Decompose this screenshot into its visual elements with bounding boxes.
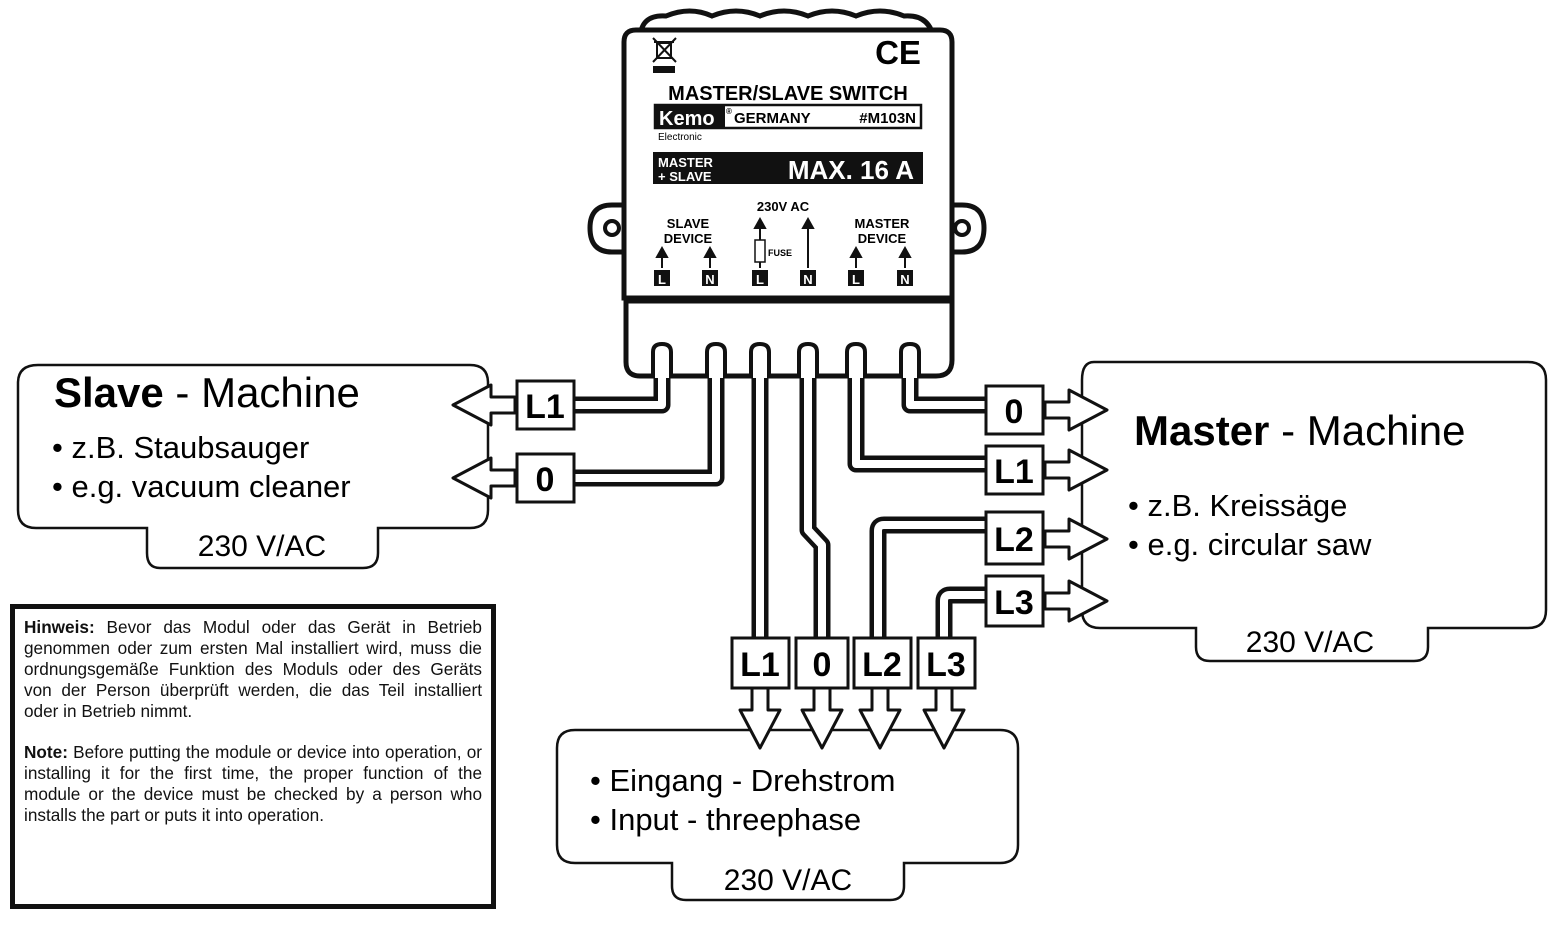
master-device-label-1: MASTER [855, 216, 911, 231]
brand-logo: Kemo [659, 108, 715, 130]
slave-title: Slave - Machine [54, 369, 360, 416]
safety-note: Hinweis: Bevor das Modul oder das Gerät … [10, 604, 496, 909]
master-voltage: 230 V/AC [1246, 626, 1374, 659]
input-voltage: 230 V/AC [724, 864, 852, 897]
brand-registered-mark: ® [726, 107, 732, 116]
master-wire-l2: L2 [994, 521, 1034, 559]
wire-stubs [651, 341, 921, 378]
input-wire-l1: L1 [740, 646, 780, 684]
module-housing [587, 8, 987, 379]
terminal-master-l: L [852, 272, 860, 287]
ce-mark: CE [875, 34, 921, 71]
master-item-1: • z.B. Kreissäge [1128, 488, 1347, 523]
terminal-slave-l: L [658, 272, 666, 287]
input-voltage-label: 230V AC [757, 199, 810, 214]
input-item-2: • Input - threephase [590, 802, 861, 837]
input-wire-l2: L2 [862, 646, 902, 684]
master-wire-0: 0 [1005, 393, 1024, 431]
slave-wire-labels: L1 0 [515, 379, 576, 504]
note-german: Hinweis: Bevor das Modul oder das Gerät … [24, 617, 482, 722]
note-german-label: Hinweis: [24, 617, 95, 637]
note-english: Note: Before putting the module or devic… [24, 742, 482, 826]
rating-label-1: MASTER [658, 155, 714, 170]
slave-device-label-2: DEVICE [664, 231, 713, 246]
terminal-slave-n: N [705, 272, 714, 287]
terminal-blocks: L N L N L N [654, 270, 913, 287]
master-item-2: • e.g. circular saw [1128, 527, 1372, 562]
slave-device-label-1: SLAVE [667, 216, 710, 231]
note-english-text: Before putting the module or device into… [24, 742, 482, 825]
master-wire-l3: L3 [994, 584, 1034, 622]
rating-value: MAX. 16 A [788, 155, 914, 185]
slave-item-1: • z.B. Staubsauger [52, 430, 309, 465]
slave-wire-0: 0 [536, 461, 555, 499]
weee-bin-icon [652, 37, 677, 73]
note-english-label: Note: [24, 742, 68, 762]
input-item-1: • Eingang - Drehstrom [590, 763, 895, 798]
brand-badge [655, 105, 725, 128]
model-number: #M103N [859, 110, 916, 127]
slave-item-2: • e.g. vacuum cleaner [52, 469, 351, 504]
note-german-text: Bevor das Modul oder das Gerät in Betrie… [24, 617, 482, 721]
slave-wire-l1: L1 [525, 388, 565, 426]
input-box: • Eingang - Drehstrom • Input - threepha… [555, 728, 1020, 902]
rating-strip [653, 152, 923, 184]
fuse-label: FUSE [768, 248, 792, 258]
master-wire-l1: L1 [994, 453, 1034, 491]
master-wire-labels: 0 L1 L2 L3 [984, 384, 1045, 628]
terminal-input-n: N [803, 272, 812, 287]
master-device-label-2: DEVICE [858, 231, 907, 246]
country-label: GERMANY [734, 110, 811, 127]
slave-machine-box: Slave - Machine • z.B. Staubsauger • e.g… [16, 363, 490, 570]
fuse-symbol-icon [754, 239, 766, 263]
input-wire-labels: L1 0 L2 L3 [730, 636, 977, 690]
terminal-master-n: N [900, 272, 909, 287]
master-machine-box: Master - Machine • z.B. Kreissäge • e.g.… [1080, 360, 1548, 663]
input-wire-l3: L3 [926, 646, 966, 684]
terminal-input-l: L [756, 272, 764, 287]
input-wire-0: 0 [813, 646, 832, 684]
module-title: MASTER/SLAVE SWITCH [668, 83, 908, 105]
brand-sub: Electronic [658, 132, 702, 143]
rating-label-2: + SLAVE [658, 169, 712, 184]
master-title: Master - Machine [1134, 407, 1465, 454]
wires [575, 345, 985, 640]
slave-voltage: 230 V/AC [198, 530, 326, 563]
